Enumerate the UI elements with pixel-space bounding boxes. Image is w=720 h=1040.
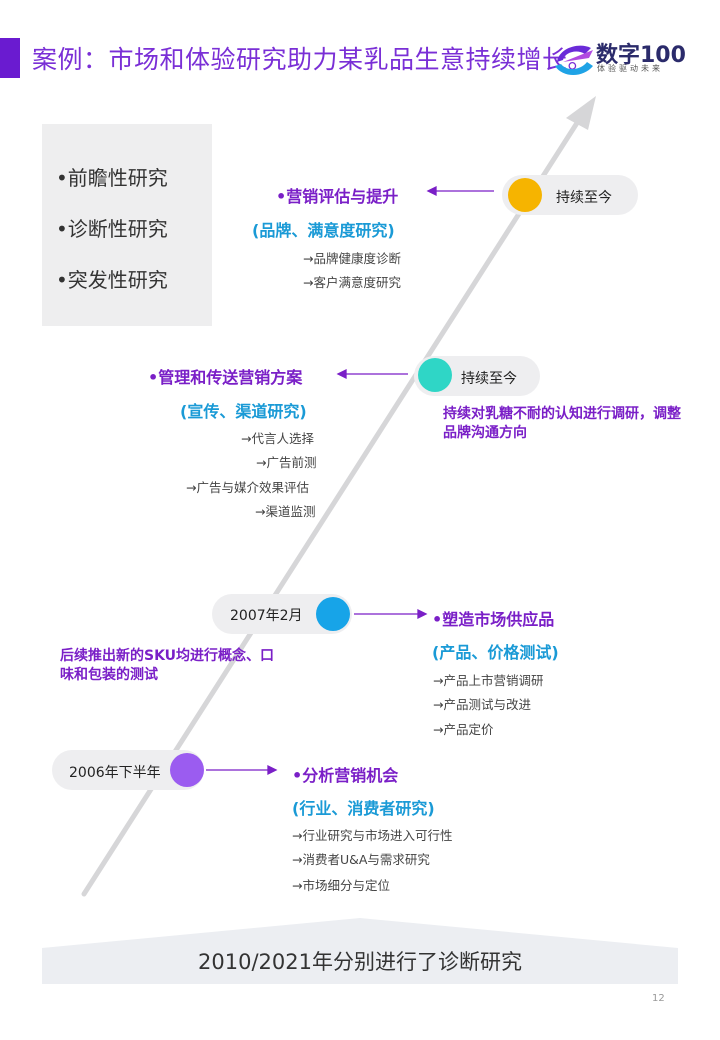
milestone-subheading: (产品、价格测试) (432, 643, 559, 662)
milestone-heading: •分析营销机会 (292, 766, 399, 785)
research-type: •诊断性研究 (56, 217, 168, 241)
milestone-time: 持续至今 (556, 190, 612, 206)
milestone-item: →市场细分与定位 (292, 878, 390, 893)
footer-band (42, 918, 678, 984)
research-type: •前瞻性研究 (56, 166, 168, 190)
page-title: 案例：市场和体验研究助力某乳品生意持续增长。 (32, 45, 594, 74)
growth-arrowhead (566, 96, 596, 130)
milestone-item: →客户满意度研究 (303, 275, 401, 290)
milestone-item: →产品定价 (433, 722, 494, 737)
milestone-subheading: (品牌、满意度研究) (252, 221, 395, 240)
milestone-dot (170, 753, 204, 787)
milestone-heading: •塑造市场供应品 (432, 610, 555, 629)
milestone-note: 后续推出新的SKU均进行概念、口味和包装的测试 (60, 648, 275, 683)
milestone-item: →品牌健康度诊断 (303, 251, 401, 266)
milestone-heading: •营销评估与提升 (276, 187, 399, 206)
milestone-item: →消费者U&A与需求研究 (292, 852, 430, 867)
research-types-panel (42, 124, 212, 326)
milestone-item: →代言人选择 (241, 431, 314, 446)
footer-summary: 2010/2021年分别进行了诊断研究 (198, 950, 522, 974)
milestone-item: →渠道监测 (255, 504, 316, 519)
logo-icon (555, 45, 593, 75)
milestone-time: 持续至今 (461, 371, 517, 387)
logo-slogan: 体验驱动未来 (597, 64, 663, 73)
milestone-item: →产品上市营销调研 (433, 673, 544, 688)
milestone-dot (418, 358, 452, 392)
milestone-subheading: (行业、消费者研究) (292, 799, 435, 818)
logo-name: 数字100 (596, 43, 686, 68)
page-number: 12 (652, 993, 665, 1004)
milestone-note: 持续对乳糖不耐的认知进行调研，调整品牌沟通方向 (443, 406, 681, 441)
title-accent-bar (0, 38, 20, 78)
milestone-item: →广告与媒介效果评估 (186, 480, 309, 495)
milestone-heading: •管理和传送营销方案 (148, 368, 303, 387)
milestone-time: 2006年下半年 (69, 765, 161, 781)
research-type: •突发性研究 (56, 268, 168, 292)
milestone-subheading: (宣传、渠道研究) (180, 402, 307, 421)
milestone-dot (508, 178, 542, 212)
milestone-item: →广告前测 (256, 455, 317, 470)
milestone-item: →行业研究与市场进入可行性 (292, 828, 453, 843)
milestone-item: →产品测试与改进 (433, 697, 531, 712)
milestone-dot (316, 597, 350, 631)
milestone-time: 2007年2月 (230, 608, 303, 624)
